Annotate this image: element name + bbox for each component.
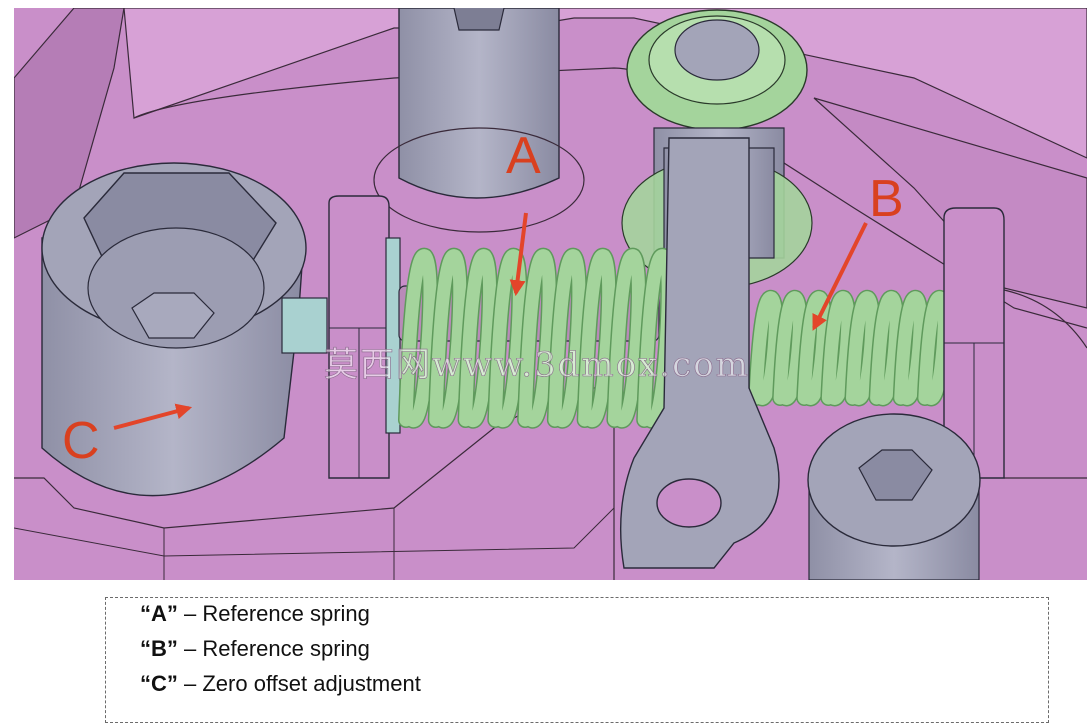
spring-b-coil (870, 291, 903, 405)
spring-a-coil (429, 249, 467, 428)
spring-a-coil (578, 249, 616, 428)
legend-item-a: “A” – Reference spring (140, 601, 370, 627)
housing-right-pocket (993, 287, 1087, 479)
legend-key: “C” (140, 671, 178, 696)
lever-arm (619, 137, 780, 569)
legend-description: Reference spring (202, 636, 370, 661)
spring-a-coil (607, 249, 645, 428)
cad-scene: A B C 莫西网www.3dmox.com (14, 8, 1087, 580)
top-bolt-hex-socket (453, 8, 505, 31)
callout-c-label: C (62, 412, 100, 470)
legend-key: “B” (140, 636, 178, 661)
spring-b-coil (749, 291, 782, 405)
callout-b-label: B (869, 170, 904, 228)
callout-a-arrow (509, 212, 528, 297)
legend-item-c: “C” – Zero offset adjustment (140, 671, 421, 697)
cap-screw-hex-socket (858, 449, 933, 501)
legend-key: “A” (140, 601, 178, 626)
spring-a-coil (518, 249, 556, 428)
spring-b-coil (797, 291, 831, 405)
top-bolt-base-ring (373, 127, 585, 233)
spring-a-coil (399, 249, 437, 428)
housing-left-wall (14, 8, 125, 239)
callout-c-arrow (113, 403, 193, 430)
spring-b-coil (773, 291, 807, 405)
bearing-shaft-top (674, 19, 760, 81)
spring-b-coil (846, 291, 879, 405)
legend-description: Zero offset adjustment (202, 671, 421, 696)
spring-a-end-plate (385, 237, 401, 434)
legend-description: Reference spring (202, 601, 370, 626)
lever-eye-hole (656, 478, 722, 528)
housing-top-ledge (123, 8, 1087, 159)
spring-a-coil (459, 249, 497, 428)
spring-seat-post-left-face (329, 327, 389, 478)
legend-separator: – (177, 636, 203, 661)
housing-lower-step-2 (14, 507, 615, 557)
adjuster-stub (281, 297, 328, 354)
callout-b-arrow (812, 222, 868, 331)
legend-separator: – (177, 601, 203, 626)
watermark: 莫西网www.3dmox.com (324, 345, 750, 385)
spring-b-coil (894, 291, 927, 405)
callout-a-label: A (506, 127, 541, 185)
housing-lower-step-3 (163, 508, 395, 580)
spring-a-coil (548, 249, 586, 428)
legend-box: “A” – Reference spring “B” – Reference s… (105, 597, 1049, 723)
top-bolt-cylinder (398, 8, 560, 199)
adjuster-inner-bore (87, 227, 265, 349)
spring-b-coil (821, 291, 855, 405)
adjuster-hex-socket (131, 292, 215, 339)
housing-right-ledge (813, 97, 1087, 309)
legend-item-b: “B” – Reference spring (140, 636, 370, 662)
legend-separator: – (177, 671, 203, 696)
spring-b (748, 289, 953, 407)
